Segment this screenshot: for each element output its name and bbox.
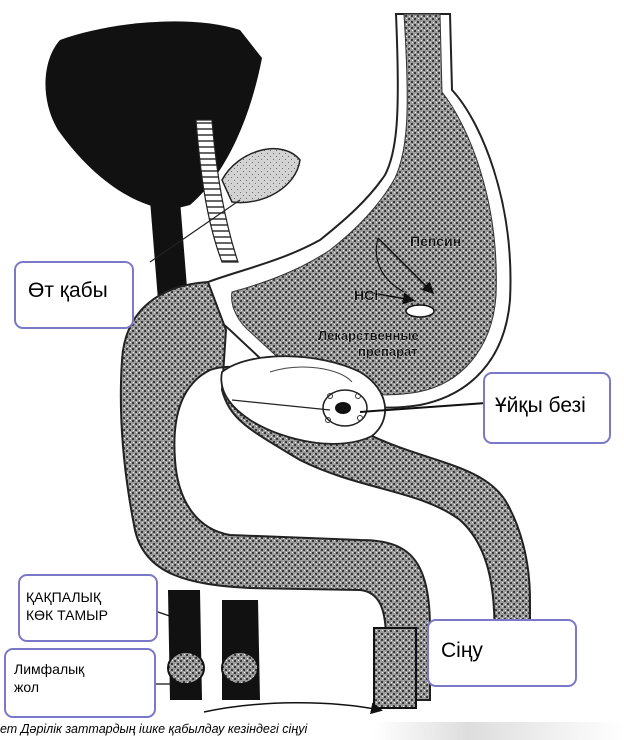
lymph-vessel	[222, 600, 260, 700]
absorption-callout: Сіңу	[427, 619, 577, 687]
portal-vein-callout: ҚАҚПАЛЫҚ КӨК ТАМЫР	[18, 574, 158, 642]
portal-vein-label: ҚАҚПАЛЫҚ КӨК ТАМЫР	[26, 588, 156, 624]
hcl-label: HCl	[354, 287, 378, 303]
absorption-label: Сіңу	[441, 639, 575, 663]
drug-label-line1: Лекарственные	[318, 328, 419, 343]
figure-caption: ет Дәрілік заттардың ішке қабылдау кезін…	[0, 722, 624, 740]
gallbladder-label: Өт қабы	[28, 279, 132, 303]
pancreas-callout: Ұйқы безі	[483, 372, 611, 444]
pepsin-label: Пепсин	[410, 233, 461, 249]
drug-label-line2: препарат	[358, 344, 418, 359]
lymph-duct-callout: Лимфалық жол	[4, 648, 156, 718]
pancreas-label: Ұйқы безі	[495, 394, 609, 418]
drug-tablet	[406, 305, 434, 317]
absorption-segment	[374, 628, 416, 708]
gallbladder-callout: Өт қабы	[14, 261, 134, 329]
gallbladder-shape	[222, 149, 300, 203]
lymph-duct-label: Лимфалық жол	[14, 660, 154, 696]
